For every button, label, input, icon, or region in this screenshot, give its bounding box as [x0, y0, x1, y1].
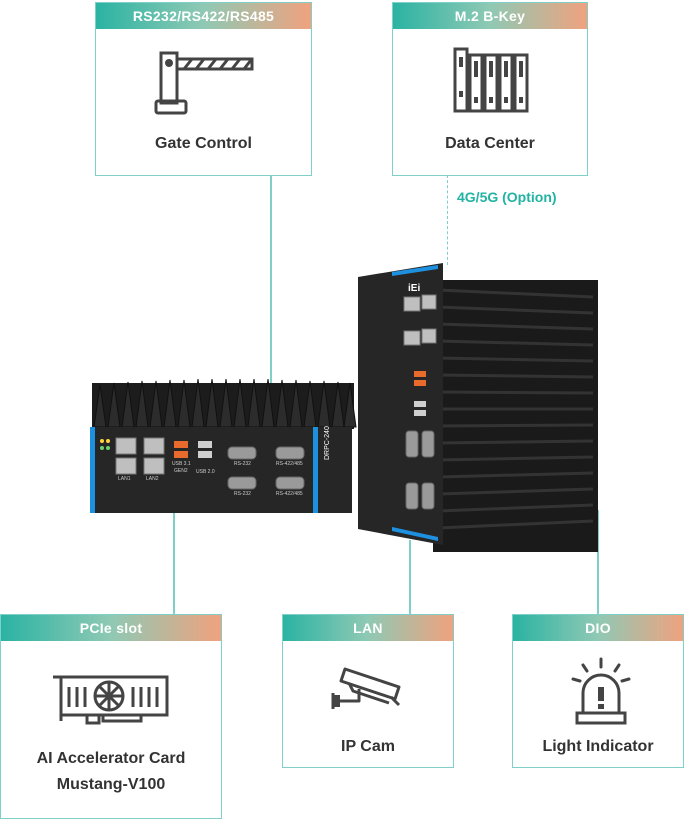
pcie-card-label-line1: AI Accelerator Card [36, 750, 186, 767]
warning-light-icon [571, 657, 631, 727]
rs232-card: RS232/RS422/RS485 Gate Control [95, 2, 312, 176]
rs232-card-header: RS232/RS422/RS485 [96, 3, 311, 29]
port-label-lan2: LAN2 [146, 476, 159, 482]
m2-card-label: Data Center [445, 135, 535, 152]
m2-card: M.2 B-Key Data Center [392, 2, 588, 176]
device-brand-logo: iEi [408, 283, 421, 294]
dio-card: DIO Light Indicator [512, 614, 684, 768]
device-illustration: iEi DRPC-240 LAN1 LAN2 USB 3.1 GEN2 USB … [88, 255, 608, 555]
dio-card-header: DIO [513, 615, 683, 641]
security-camera-icon [329, 659, 409, 719]
pcie-card-header: PCIe slot [1, 615, 221, 641]
port-label-usb20: USB 2.0 [196, 469, 215, 475]
port-label-rs422-a: RS-422/485 [276, 461, 303, 467]
port-label-rs232-b: RS-232 [234, 491, 251, 497]
port-label-rs232-a: RS-232 [234, 461, 251, 467]
pcie-connector-line [173, 505, 175, 615]
port-label-lan1: LAN1 [118, 476, 131, 482]
port-label-usb31: USB 3.1 [172, 461, 191, 467]
m2-card-header: M.2 B-Key [393, 3, 587, 29]
server-rack-icon [453, 47, 529, 113]
dio-card-label: Light Indicator [542, 738, 654, 755]
barrier-gate-icon [154, 39, 254, 117]
rs232-card-label: Gate Control [155, 135, 252, 152]
lan-card: LAN IP Cam [282, 614, 454, 768]
port-label-gen2: GEN2 [174, 468, 188, 474]
pcie-card-label-line2: Mustang-V100 [56, 776, 166, 793]
lan-connector-line [409, 540, 411, 615]
lan-card-label: IP Cam [341, 738, 395, 755]
port-label-rs422-b: RS-422/485 [276, 491, 303, 497]
lan-card-header: LAN [283, 615, 453, 641]
option-tag: 4G/5G (Option) [457, 189, 557, 205]
rs232-connector-line [270, 175, 272, 385]
device-model-label: DRPC-240 [324, 426, 331, 460]
pcie-card: PCIe slot AI Accelerator Card Mustang-V1… [0, 614, 222, 819]
gpu-card-icon [51, 673, 171, 729]
m2-connector-dashed-line [447, 175, 448, 265]
dio-connector-line [597, 510, 599, 615]
